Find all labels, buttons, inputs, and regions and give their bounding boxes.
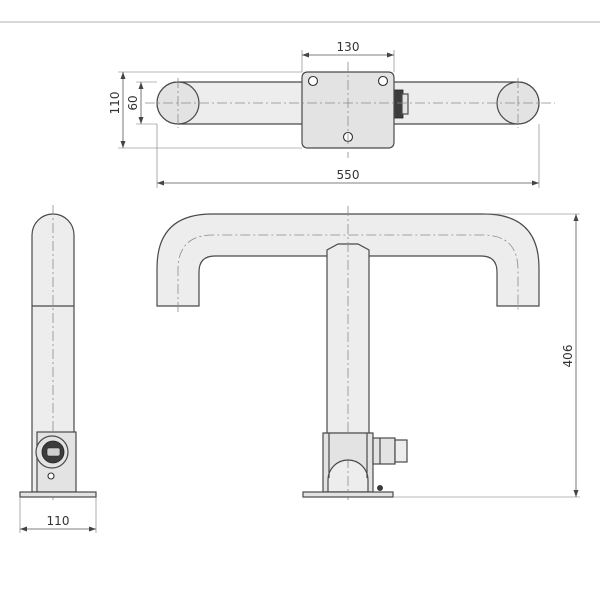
dim-label-406: 406: [561, 345, 575, 368]
side-view-small-hole: [47, 472, 55, 480]
side-view-base-plate: [19, 491, 97, 498]
top-view-hole-left: [307, 75, 319, 87]
dim-label-60: 60: [126, 95, 140, 110]
front-view-base-plate: [302, 491, 394, 498]
dim-label-110-side: 110: [47, 514, 70, 528]
dim-label-110-top: 110: [108, 92, 122, 115]
top-view-lock-cap: [401, 93, 409, 115]
front-view-lock-body: [372, 437, 396, 465]
top-view-plate: [301, 71, 395, 149]
dim-label-130: 130: [337, 40, 360, 54]
front-view-lock-cap: [394, 439, 408, 463]
top-view-hole-right: [377, 75, 389, 87]
side-view-lock-slot: [46, 447, 61, 457]
dim-label-550: 550: [337, 168, 360, 182]
side-view: 110: [19, 205, 97, 533]
front-view-base-hole: [377, 485, 383, 491]
front-view: 406: [156, 206, 580, 500]
front-view-bar-centerline: [177, 234, 519, 312]
top-view: 130 550 110 60: [108, 40, 555, 188]
front-view-bracket: [322, 432, 374, 493]
front-view-bar-outer: [156, 213, 540, 307]
